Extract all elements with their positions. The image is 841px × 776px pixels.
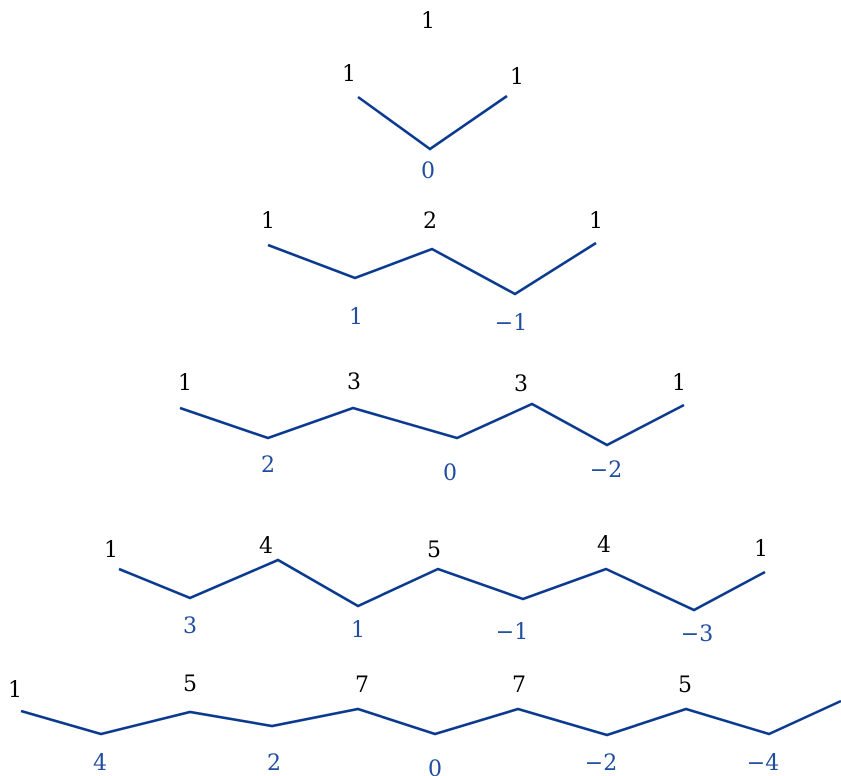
top-label: 3 xyxy=(514,372,528,397)
top-label: 3 xyxy=(347,370,361,395)
top-label: 1 xyxy=(178,371,192,396)
zigzag-row-1 xyxy=(357,94,508,151)
top-label: 2 xyxy=(423,209,437,234)
top-label: 1 xyxy=(754,537,768,562)
top-label: 1 xyxy=(342,62,356,87)
bottom-label: 2 xyxy=(267,751,281,776)
bottom-label: 0 xyxy=(421,159,435,184)
bottom-label: 1 xyxy=(351,618,365,643)
top-label: 5 xyxy=(427,538,441,563)
bottom-label: −2 xyxy=(585,751,617,776)
top-label: 5 xyxy=(183,672,197,697)
bottom-label: 3 xyxy=(183,614,197,639)
top-label: 7 xyxy=(512,673,526,698)
top-label: 1 xyxy=(8,678,22,703)
top-label: 1 xyxy=(510,65,524,90)
top-label: 5 xyxy=(678,673,692,698)
node-labels: 1 1 1 0 1 2 1 1 −1 1 3 3 1 2 0 −2 1 4 5 4 1 3 1 −1 −3 1 5 7 7 5 4 2 0 −2 −… xyxy=(8,9,779,776)
zigzag-row-3 xyxy=(179,402,685,447)
zigzag-row-4 xyxy=(118,558,766,612)
bottom-label: −4 xyxy=(747,751,779,776)
bottom-label: 4 xyxy=(93,751,107,776)
top-label: 4 xyxy=(259,534,273,559)
bottom-label: −1 xyxy=(495,311,527,336)
top-label: 7 xyxy=(355,673,369,698)
zigzag-lines xyxy=(20,94,841,737)
bottom-label: −2 xyxy=(590,458,622,483)
top-label: 1 xyxy=(672,371,686,396)
bottom-label: −3 xyxy=(681,622,713,647)
bottom-label: 1 xyxy=(349,305,363,330)
top-label: 1 xyxy=(421,9,435,34)
bottom-label: 2 xyxy=(261,453,275,478)
top-label: 1 xyxy=(104,538,118,563)
bottom-label: 0 xyxy=(428,757,442,776)
zigzag-row-2 xyxy=(267,241,597,296)
top-label: 4 xyxy=(597,533,611,558)
top-label: 1 xyxy=(589,209,603,234)
top-label: 1 xyxy=(261,209,275,234)
bottom-label: −1 xyxy=(496,620,528,645)
zigzag-row-5 xyxy=(20,699,841,737)
bottom-label: 0 xyxy=(443,461,457,486)
